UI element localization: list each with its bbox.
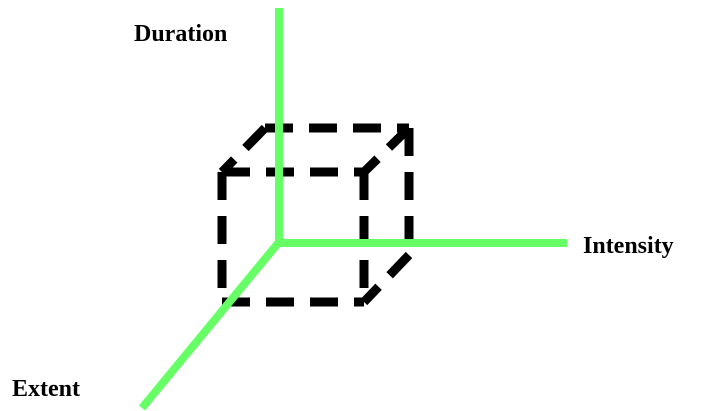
cube-top-right-connector: [360, 124, 413, 176]
dashed-cube: [217, 123, 414, 307]
cube-top-left-connector: [218, 124, 269, 176]
extent-axis-label: Extent: [12, 376, 80, 402]
axes: [138, 8, 567, 411]
extent-axis: [138, 239, 283, 411]
intensity-axis-label: Intensity: [583, 233, 674, 259]
cube-bottom-right-connector: [360, 251, 413, 306]
duration-axis-label: Duration: [134, 21, 228, 47]
